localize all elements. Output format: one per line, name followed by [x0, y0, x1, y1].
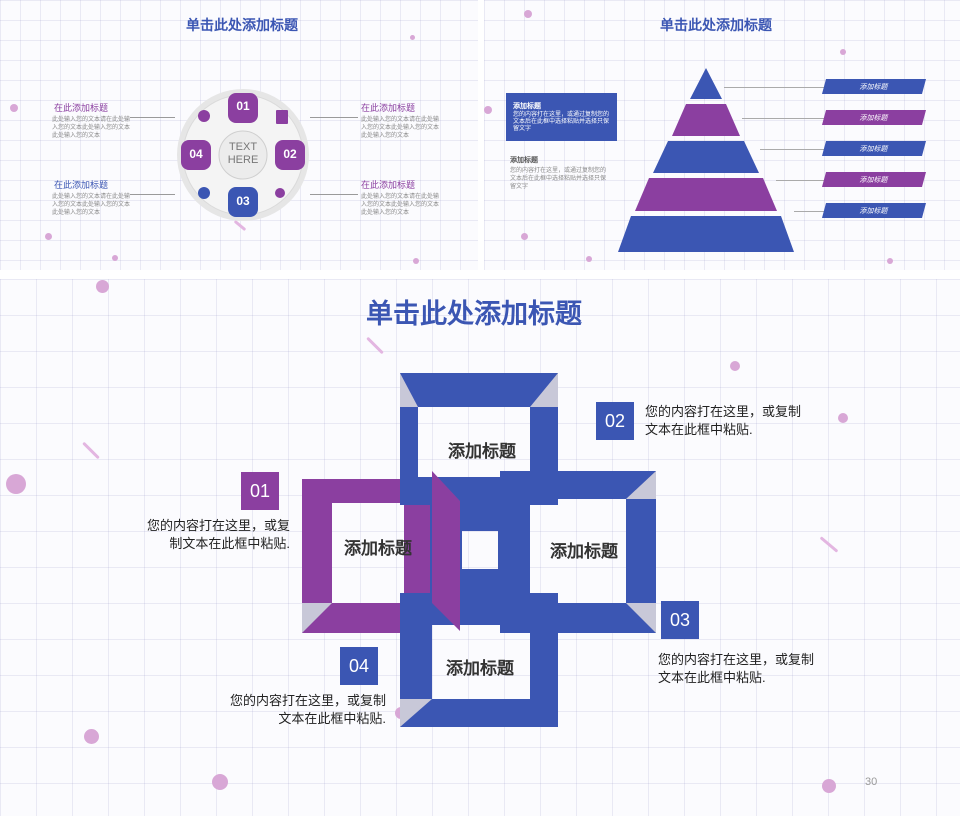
decor-dot [413, 258, 419, 264]
item-3-text: 此处输入您的文本请在此处输入您的文本此处输入您的文本此处输入您的文本 [361, 117, 440, 139]
ribbon-5: 添加标题 [821, 203, 927, 218]
decor-stick [366, 336, 384, 355]
decor-dot [586, 256, 592, 262]
callout-02-number: 02 [596, 402, 634, 440]
decor-dot [484, 106, 492, 114]
connector-line [776, 180, 824, 181]
connector-line [310, 194, 358, 195]
decor-dot [524, 10, 532, 18]
note-heading: 添加标题 [510, 157, 538, 164]
cycle-ring [177, 89, 309, 221]
item-2-heading: 在此添加标题 [54, 180, 109, 190]
connector-line [760, 149, 824, 150]
connector-line [742, 118, 824, 119]
pyramid-tier-3 [653, 141, 759, 173]
box-label-top: 添加标题 [448, 442, 516, 461]
document-icon [276, 110, 288, 124]
pyramid-tier-5 [618, 216, 794, 252]
slide-linked-boxes: 单击此处添加标题 添加标题 添加标题 添加标题 添加标题 01 您的内容打在这里… [0, 279, 960, 816]
info-box-heading: 添加标题 [513, 103, 541, 110]
segment-04-label: 04 [189, 147, 203, 161]
item-4-heading: 在此添加标题 [361, 180, 416, 190]
decor-stick [819, 536, 839, 553]
callout-02-text: 您的内容打在这里，或复制文本在此框中粘贴. [645, 404, 802, 437]
person-globe-icon [198, 187, 210, 199]
pyramid-tier-1 [690, 68, 722, 99]
slide-cycle-diagram: 单击此处添加标题 01 02 03 04 TEXT HERE 在此添加标题 此处… [0, 0, 478, 270]
segment-02 [275, 140, 305, 170]
frame-top [400, 373, 558, 505]
decor-dot [45, 233, 52, 240]
ribbon-4: 添加标题 [821, 172, 927, 187]
decor-dot [212, 774, 228, 790]
decor-stick [82, 441, 100, 460]
connector-line [794, 211, 824, 212]
decor-dot [10, 104, 18, 112]
decor-dot [6, 474, 26, 494]
ribbon-2: 添加标题 [821, 110, 927, 125]
decor-dot [410, 35, 415, 40]
item-1-heading: 在此添加标题 [54, 103, 109, 113]
pyramid [618, 68, 794, 252]
info-box-text: 您的内容打在这里，或通过复制您的文本后在此框中选择粘贴并选择只保留文字 [513, 112, 610, 132]
connector-line [724, 87, 824, 88]
slide-pyramid: 单击此处添加标题 添加标题 您的内容打在这里，或通过复制您的文本后在此框中选择粘… [484, 0, 960, 270]
segment-01 [228, 93, 258, 123]
box-label-left: 添加标题 [344, 539, 412, 558]
decor-dot [838, 413, 848, 423]
interlinked-boxes-graphic [302, 373, 656, 727]
page-number: 30 [865, 776, 878, 788]
slide1-title: 单击此处添加标题 [186, 17, 298, 33]
decor-dot [730, 361, 740, 371]
decor-dot [887, 258, 893, 264]
segment-03-label: 03 [236, 194, 250, 208]
decor-dot [840, 49, 846, 55]
callout-03-text: 您的内容打在这里，或复制文本在此框中粘贴. [658, 652, 815, 685]
note-text: 您的内容打在这里，或通过复制您的文本后在此框中选择粘贴并选择只保留文字 [510, 168, 607, 190]
connector-line [130, 194, 175, 195]
decor-dot [96, 280, 109, 293]
ribbon-3: 添加标题 [821, 141, 927, 156]
center-text: TEXT HERE [227, 141, 259, 166]
slide3-title: 单击此处添加标题 [366, 299, 582, 329]
decor-dot [822, 779, 836, 793]
box-label-bottom: 添加标题 [446, 659, 514, 678]
pyramid-tier-2 [672, 104, 740, 136]
callout-04-number: 04 [340, 647, 378, 685]
item-2-text: 此处输入您的文本请在此处输入您的文本此处输入您的文本此处输入您的文本 [52, 194, 131, 216]
item-1-text: 此处输入您的文本请在此处输入您的文本此处输入您的文本此处输入您的文本 [52, 117, 131, 139]
frame-bottom [400, 593, 558, 727]
pyramid-tier-4 [635, 178, 777, 211]
connector-line [310, 117, 358, 118]
callout-01-number: 01 [241, 472, 279, 510]
segment-02-label: 02 [283, 147, 297, 161]
item-4-text: 此处输入您的文本请在此处输入您的文本此处输入您的文本此处输入您的文本 [361, 194, 440, 216]
ribbon-1: 添加标题 [821, 79, 927, 94]
segment-01-label: 01 [236, 99, 250, 113]
info-box: 添加标题 您的内容打在这里，或通过复制您的文本后在此框中选择粘贴并选择只保留文字 [506, 93, 617, 141]
callout-04-text: 您的内容打在这里，或复制文本在此框中粘贴. [229, 693, 386, 726]
decor-dot [521, 233, 528, 240]
callout-01-text: 您的内容打在这里，或复制文本在此框中粘贴. [146, 518, 290, 551]
coins-icon [198, 110, 210, 122]
segment-04 [181, 140, 211, 170]
item-3-heading: 在此添加标题 [361, 103, 416, 113]
slide2-title: 单击此处添加标题 [660, 17, 772, 33]
box-label-right: 添加标题 [550, 542, 618, 561]
decor-dot [84, 729, 99, 744]
segment-03 [228, 187, 258, 217]
purple-overlap [432, 471, 460, 631]
connector-line [130, 117, 175, 118]
callout-03-number: 03 [661, 601, 699, 639]
decor-dot [112, 255, 118, 261]
person-check-icon [275, 188, 285, 198]
